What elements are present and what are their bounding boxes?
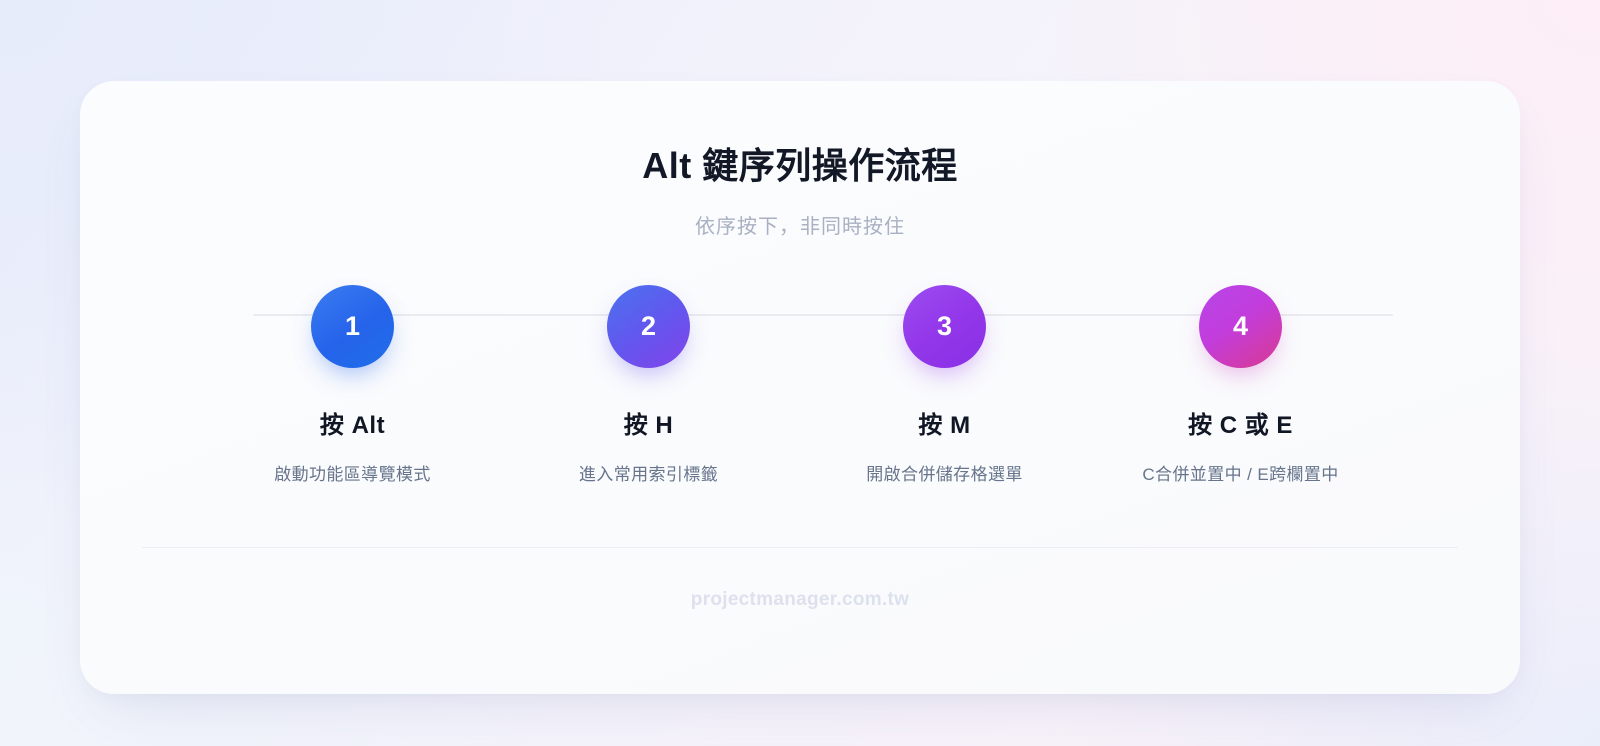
step-title-3: 按 M [918, 412, 971, 439]
step-description-3: 開啟合併儲存格選單 [866, 465, 1023, 484]
card-header: Alt 鍵序列操作流程 依序按下，非同時按住 [80, 81, 1520, 239]
step-list: 1 按 Alt 啟動功能區導覽模式 2 按 H 進入常用索引標籤 3 按 M 開… [80, 285, 1520, 485]
step-title-4: 按 C 或 E [1188, 412, 1293, 439]
step-title-1: 按 Alt [319, 412, 386, 439]
footer-divider [142, 547, 1458, 548]
step-item-1[interactable]: 1 按 Alt 啟動功能區導覽模式 [255, 285, 450, 485]
step-item-2[interactable]: 2 按 H 進入常用索引標籤 [551, 285, 746, 485]
step-number-1: 1 [344, 311, 361, 341]
footer-brand: projectmanager.com.tw [690, 589, 910, 610]
steps-section: 1 按 Alt 啟動功能區導覽模式 2 按 H 進入常用索引標籤 3 按 M 開… [80, 285, 1520, 500]
page-subtitle: 依序按下，非同時按住 [695, 216, 905, 238]
step-number-4: 4 [1232, 311, 1249, 341]
step-number-badge-2: 2 [607, 285, 690, 368]
infographic-card: Alt 鍵序列操作流程 依序按下，非同時按住 1 按 Alt 啟動功能區導覽模式… [80, 81, 1520, 694]
step-number-3: 3 [936, 311, 953, 341]
page-title: Alt 鍵序列操作流程 [642, 145, 958, 186]
step-description-2: 進入常用索引標籤 [578, 465, 719, 484]
step-title-2: 按 H [623, 412, 674, 439]
step-item-3[interactable]: 3 按 M 開啟合併儲存格選單 [847, 285, 1042, 485]
step-number-badge-3: 3 [903, 285, 986, 368]
step-item-4[interactable]: 4 按 C 或 E C合併並置中 / E跨欄置中 [1142, 285, 1339, 485]
step-number-badge-4: 4 [1199, 285, 1282, 368]
step-connector-line [253, 314, 1393, 316]
step-number-2: 2 [640, 311, 657, 341]
step-number-badge-1: 1 [311, 285, 394, 368]
step-description-4: C合併並置中 / E跨欄置中 [1142, 465, 1339, 484]
step-description-1: 啟動功能區導覽模式 [274, 465, 431, 484]
